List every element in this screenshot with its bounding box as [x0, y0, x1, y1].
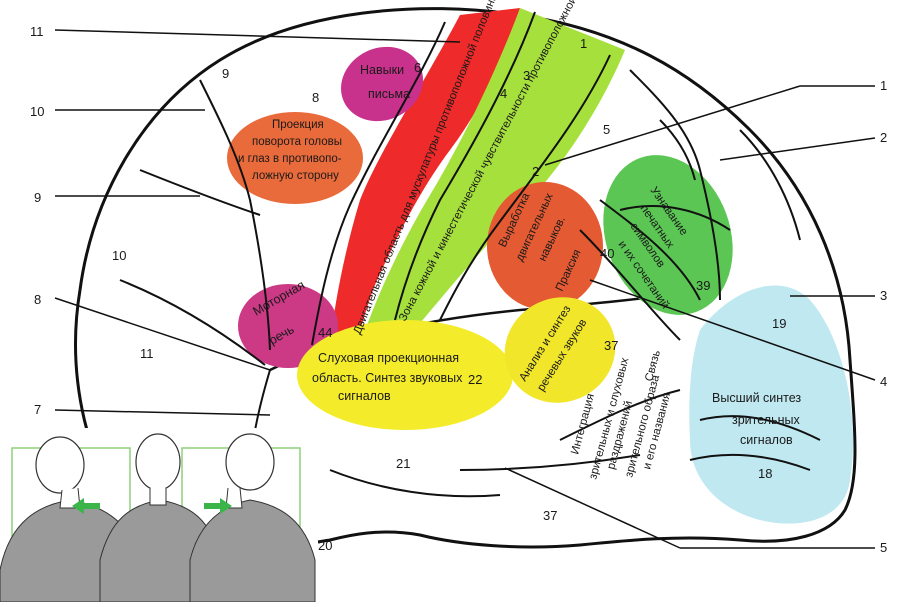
gaze-label-1: Проекция: [272, 119, 324, 131]
sensory-number-2: 2: [532, 164, 539, 179]
zone-sensory-strip: [360, 8, 625, 345]
zone-recognition: [603, 155, 733, 315]
area-8: 8: [312, 90, 319, 105]
left-callout-labels: 11 10 9 8 7: [30, 24, 44, 417]
zone-auditory: [297, 320, 513, 430]
callout-right-4: 4: [880, 374, 887, 389]
callout-left-10: 10: [30, 104, 44, 119]
zone-visual: [689, 285, 854, 524]
head-rotation-inset: [0, 428, 318, 603]
left-callouts: [54, 29, 461, 416]
motor-speech-number: 44: [318, 325, 332, 340]
area-5: 5: [603, 122, 610, 137]
visual-label-1: Высший синтез: [712, 391, 801, 405]
area-37-bot: 37: [543, 508, 557, 523]
zone-motor-strip: [330, 8, 520, 345]
area-10: 10: [112, 248, 126, 263]
right-callouts: [504, 85, 876, 549]
arrow-right-icon: [204, 498, 232, 514]
recognition-number: 39: [696, 278, 710, 293]
auditory-label-1: Слуховая проекционная: [318, 351, 459, 365]
gaze-label-2: поворота головы: [252, 136, 342, 148]
rotation-arrows: [72, 498, 232, 514]
callout-left-11: 11: [30, 24, 44, 39]
callout-left-8: 8: [34, 292, 41, 307]
callout-right-1: 1: [880, 78, 887, 93]
visual-label-3: сигналов: [740, 433, 793, 447]
callout-right-5: 5: [880, 540, 887, 555]
zone-gaze: [227, 112, 363, 204]
head-turned-right-figure: [189, 433, 316, 603]
auditory-label-2: область. Синтез звуковых: [312, 371, 463, 385]
sensory-number-3: 3: [523, 68, 530, 83]
arrow-left-icon: [72, 498, 100, 514]
callout-right-3: 3: [880, 288, 887, 303]
area-21: 21: [396, 456, 410, 471]
zone-praxis: [487, 182, 603, 310]
auditory-number: 22: [468, 372, 482, 387]
zone-writing: [341, 46, 423, 122]
gaze-label-4: ложную сторону: [252, 170, 339, 182]
sulci: [119, 11, 821, 498]
gaze-label-3: и глаз в противопо-: [238, 153, 342, 165]
area-40: 40: [600, 246, 614, 261]
sensory-number-1: 1: [580, 36, 587, 51]
right-callout-labels: 1 2 3 4 5: [880, 78, 887, 555]
area-numbers: 9 8 10 5 40 19 37 21 37 18 20 11: [112, 66, 786, 553]
area-9-top: 9: [222, 66, 229, 81]
auditory-label-3: сигналов: [338, 389, 391, 403]
area-37-mid: 37: [604, 338, 618, 353]
visual-label-2: зрительных: [732, 413, 800, 427]
writing-label-2: письма: [368, 87, 410, 101]
area-19: 19: [772, 316, 786, 331]
area-20: 20: [318, 538, 332, 553]
zone-speech-analysis: [504, 297, 616, 403]
callout-left-7: 7: [34, 402, 41, 417]
area-18: 18: [758, 466, 772, 481]
area-11: 11: [140, 346, 154, 361]
callout-right-2: 2: [880, 130, 887, 145]
writing-number: 6: [414, 60, 421, 75]
motor-strip-number: 4: [500, 86, 507, 101]
writing-label-1: Навыки: [360, 63, 404, 77]
callout-left-9: 9: [34, 190, 41, 205]
